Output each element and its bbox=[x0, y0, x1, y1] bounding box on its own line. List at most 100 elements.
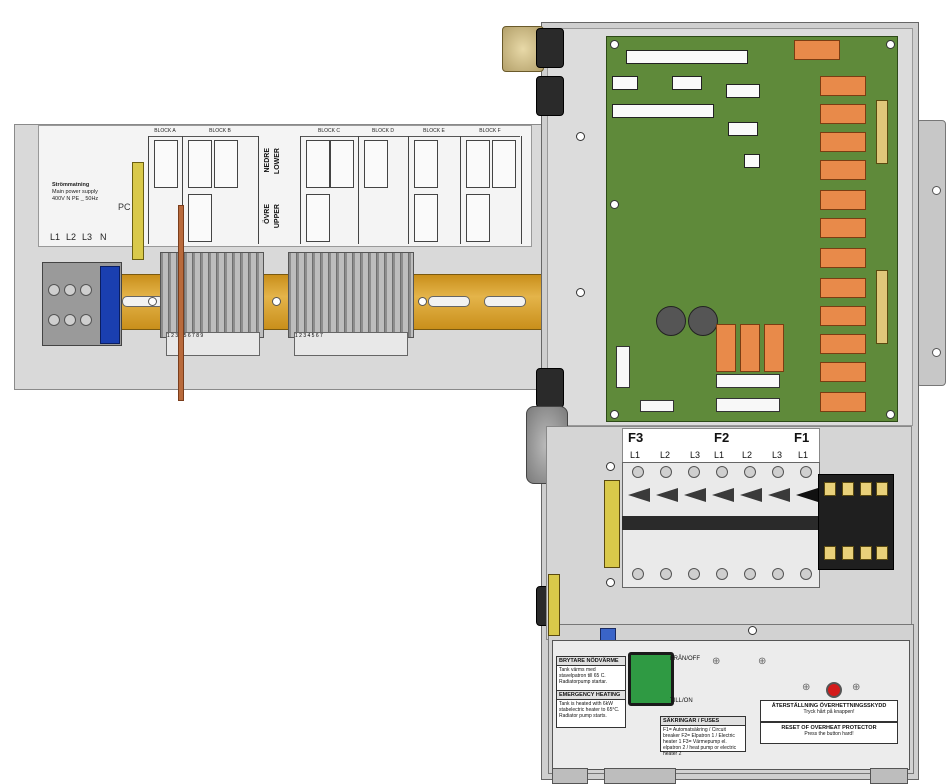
breaker-screw[interactable] bbox=[800, 568, 812, 580]
terminal-screw[interactable] bbox=[64, 284, 76, 296]
pcb-hole bbox=[886, 410, 895, 419]
supply-spec: 400V N PE _ 50Hz bbox=[52, 196, 99, 202]
breaker-screw[interactable] bbox=[716, 466, 728, 478]
contactor-screw[interactable] bbox=[876, 482, 888, 496]
pcb-connector[interactable] bbox=[672, 76, 702, 90]
cabinet-hole bbox=[748, 626, 757, 635]
breaker-screw[interactable] bbox=[744, 568, 756, 580]
crosshair-icon: ⊕ bbox=[712, 656, 721, 667]
box2-title: EMERGENCY HEATING bbox=[557, 691, 625, 700]
box1-text: Tank värms med stavelpatron till 65 C. R… bbox=[559, 667, 608, 685]
power-relay bbox=[716, 324, 736, 372]
breaker-screw[interactable] bbox=[660, 568, 672, 580]
crosshair-icon: ⊕ bbox=[802, 682, 811, 693]
reset-sv-title: ÅTERSTÄLLNING ÖVERHETTNINGSSKYDD bbox=[771, 703, 887, 709]
terminal-block-b[interactable] bbox=[288, 252, 414, 338]
fuses-text: F1= Automatsäkring / Circuit breaker F2=… bbox=[663, 727, 737, 757]
box2-text: Tank is heated with 6kW stabelectric hea… bbox=[559, 701, 620, 719]
emergency-heat-switch[interactable] bbox=[628, 652, 674, 706]
phase-l3: L3 bbox=[690, 450, 701, 460]
breaker-screw[interactable] bbox=[772, 568, 784, 580]
pcb-connector[interactable] bbox=[626, 50, 748, 64]
pcb-connector[interactable] bbox=[728, 122, 758, 136]
capacitor bbox=[656, 306, 686, 336]
fuse-label-f2: F2 bbox=[714, 430, 730, 445]
pcb-connector[interactable] bbox=[612, 104, 714, 118]
pcb-pad bbox=[716, 374, 780, 388]
wiring-diagram-sheet bbox=[38, 125, 532, 247]
breaker-screw[interactable] bbox=[660, 466, 672, 478]
contactor-screw[interactable] bbox=[860, 482, 872, 496]
contactor-screw[interactable] bbox=[824, 482, 836, 496]
right-mounting-bracket bbox=[916, 120, 946, 386]
contactor-screw[interactable] bbox=[842, 482, 854, 496]
breaker-screw[interactable] bbox=[688, 568, 700, 580]
sensor-symbol bbox=[492, 140, 516, 188]
emergency-heat-sv-box: BRYTARE NÖDVÄRME Tank värms med stavelpa… bbox=[556, 656, 626, 692]
terminal-screw[interactable] bbox=[64, 314, 76, 326]
neutral-terminal[interactable] bbox=[100, 266, 120, 344]
breaker-screw[interactable] bbox=[716, 568, 728, 580]
phase-l2: L2 bbox=[660, 450, 671, 460]
phase-label-l3: L3 bbox=[82, 232, 93, 242]
relay bbox=[820, 334, 866, 354]
pcb-side-connector[interactable] bbox=[876, 100, 888, 164]
contactor-screw[interactable] bbox=[860, 546, 872, 560]
phase-label-l1: L1 bbox=[50, 232, 61, 242]
cable-gland-black bbox=[536, 76, 564, 116]
relay bbox=[820, 160, 866, 180]
breaker-screw[interactable] bbox=[632, 568, 644, 580]
pcb-pad bbox=[616, 346, 630, 388]
breaker-arrow-icon bbox=[656, 488, 678, 502]
relay bbox=[820, 306, 866, 326]
cabinet-foot bbox=[552, 768, 588, 784]
box1-title: BRYTARE NÖDVÄRME bbox=[557, 657, 625, 666]
pcb-connector[interactable] bbox=[744, 154, 760, 168]
copper-sensor-wire bbox=[178, 205, 184, 401]
reset-sv-box: ÅTERSTÄLLNING ÖVERHETTNINGSSKYDD Tryck h… bbox=[760, 700, 898, 722]
crosshair-icon: ⊕ bbox=[852, 682, 861, 693]
component-symbol bbox=[364, 140, 388, 188]
cable-gland-black bbox=[536, 28, 564, 68]
terminal-block-a[interactable] bbox=[160, 252, 264, 338]
terminal-screw[interactable] bbox=[80, 284, 92, 296]
lower-label: LOWER bbox=[274, 148, 281, 175]
supply-subtitle: Main power supply bbox=[52, 189, 98, 195]
component-symbol bbox=[214, 140, 238, 188]
contactor-screw[interactable] bbox=[842, 546, 854, 560]
phase-l1: L1 bbox=[714, 450, 725, 460]
fan-symbol bbox=[188, 194, 212, 242]
relay bbox=[820, 392, 866, 412]
terminal-screw[interactable] bbox=[48, 314, 60, 326]
cabinet-hole bbox=[606, 578, 615, 587]
relay bbox=[820, 362, 866, 382]
fuses-info-box: SÄKRINGAR / FUSES F1= Automatsäkring / C… bbox=[660, 716, 746, 757]
contactor-screw[interactable] bbox=[824, 546, 836, 560]
mount-hole bbox=[932, 186, 941, 195]
breaker-screw[interactable] bbox=[772, 466, 784, 478]
block-e-header: BLOCK E bbox=[408, 128, 460, 137]
capacitor bbox=[688, 306, 718, 336]
block-d-column bbox=[358, 136, 409, 244]
rail-slot bbox=[484, 296, 526, 307]
level-column bbox=[258, 136, 301, 244]
breaker-screw[interactable] bbox=[800, 466, 812, 478]
main-power-supply-label: Strömmatning Main power supply 400V N PE… bbox=[52, 182, 142, 203]
pcb-connector[interactable] bbox=[612, 76, 638, 90]
overheat-reset-button[interactable] bbox=[826, 682, 842, 698]
relay bbox=[820, 248, 866, 268]
breaker-screw[interactable] bbox=[632, 466, 644, 478]
pcb-hole bbox=[610, 40, 619, 49]
block-a-column bbox=[148, 136, 183, 244]
terminal-screw[interactable] bbox=[48, 284, 60, 296]
breaker-arrow-icon bbox=[768, 488, 790, 502]
breaker-screw[interactable] bbox=[688, 466, 700, 478]
breaker-screw[interactable] bbox=[744, 466, 756, 478]
terminal-screw[interactable] bbox=[80, 314, 92, 326]
cabinet-hole bbox=[576, 288, 585, 297]
contactor-screw[interactable] bbox=[876, 546, 888, 560]
pcb-side-connector[interactable] bbox=[876, 270, 888, 344]
pcb-connector[interactable] bbox=[726, 84, 760, 98]
cabinet-hole bbox=[576, 132, 585, 141]
reset-en-box: RESET OF OVERHEAT PROTECTOR Press the bu… bbox=[760, 722, 898, 744]
